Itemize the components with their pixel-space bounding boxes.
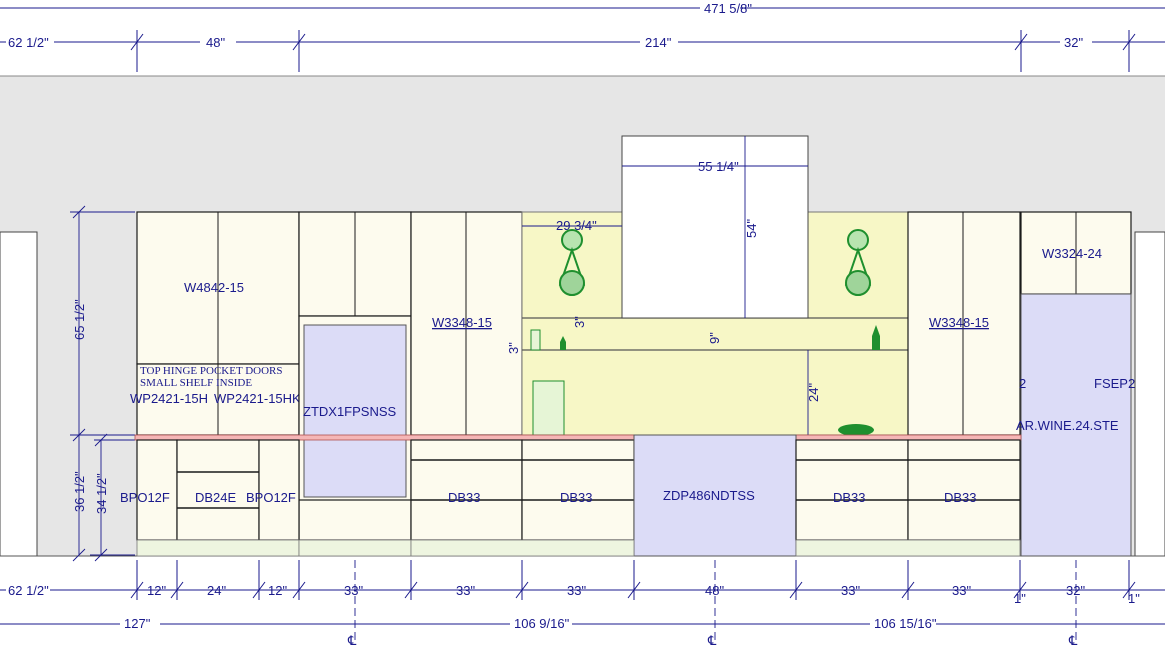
top-dimensions: 471 5/8" 62 1/2" 48" 214" 32" xyxy=(0,1,1165,72)
dim-center-106a: 106 9/16" xyxy=(514,616,570,631)
label-wine[interactable]: AR.WINE.24.STE xyxy=(1016,418,1119,433)
dim-base-height: 36 1/2" xyxy=(72,471,87,512)
centerline-symbol-3: ℄ xyxy=(1068,633,1078,648)
dim-shelf-gap-a: 3" xyxy=(572,316,587,328)
dim-backsplash: 24" xyxy=(806,383,821,402)
dim-bottom-left-end: 62 1/2" xyxy=(8,583,49,598)
countertop-right xyxy=(795,434,1022,441)
dim-bottom-w33a: 33" xyxy=(344,583,363,598)
label-wine-prefix[interactable]: 2 xyxy=(1019,376,1026,391)
dim-run1: 48" xyxy=(206,35,225,50)
dim-shelf-width: 29 3/4" xyxy=(556,218,597,233)
base-cabinets xyxy=(136,434,1021,557)
dim-bottom-w33d: 33" xyxy=(841,583,860,598)
dim-hood-height: 54" xyxy=(744,219,759,238)
countertop-left xyxy=(134,434,635,441)
label-db33-2[interactable]: DB33 xyxy=(560,490,593,505)
dim-overall: 471 5/8" xyxy=(704,1,752,16)
upper-run-left: W4842-15 TOP HINGE POCKET DOORS SMALL SH… xyxy=(130,211,301,436)
label-wp-right[interactable]: WP2421-15HK xyxy=(214,391,301,406)
range-hood: 55 1/4" 54" xyxy=(621,135,809,319)
label-bpo-left[interactable]: BPO12F xyxy=(120,490,170,505)
left-wall-opening xyxy=(0,231,38,557)
dim-left-end: 62 1/2" xyxy=(8,35,49,50)
wall-decor-right xyxy=(844,229,872,296)
label-w3324[interactable]: W3324-24 xyxy=(1042,246,1102,261)
dim-shelf-gap-c: 3" xyxy=(506,342,521,354)
note-line1: TOP HINGE POCKET DOORS xyxy=(140,365,283,377)
dim-run3: 32" xyxy=(1064,35,1083,50)
fridge-column: ZTDX1FPSNSS xyxy=(298,211,412,556)
label-db24e[interactable]: DB24E xyxy=(195,490,237,505)
dim-base-cab: 34 1/2" xyxy=(94,473,109,514)
label-w3348-right[interactable]: W3348-15 xyxy=(929,315,989,330)
wine-refrigerator[interactable] xyxy=(1020,293,1132,557)
label-ztdx[interactable]: ZTDX1FPSNSS xyxy=(303,404,397,419)
vertical-dimensions xyxy=(70,205,135,562)
upper-w3348-left: W3348-15 xyxy=(410,211,523,436)
wall-decor-left xyxy=(558,229,586,296)
dim-run2: 214" xyxy=(645,35,672,50)
centerline-symbol-2: ℄ xyxy=(707,633,717,648)
dim-bottom-w12a: 12" xyxy=(147,583,166,598)
note-line2: SMALL SHELF INSIDE xyxy=(140,377,252,389)
centerline-symbol-1: ℄ xyxy=(347,633,357,648)
dim-shelf-gap-b: 9" xyxy=(707,332,722,344)
dim-bottom-f2: 1" xyxy=(1128,591,1140,606)
label-db33-1[interactable]: DB33 xyxy=(448,490,481,505)
dim-center-127: 127" xyxy=(124,616,151,631)
dim-bottom-w33b: 33" xyxy=(456,583,475,598)
right-tall-column: W3324-24 2 FSEP2 AR.WINE.24.STE xyxy=(1016,211,1135,557)
label-db33-4[interactable]: DB33 xyxy=(944,490,977,505)
label-bpo-right[interactable]: BPO12F xyxy=(246,490,296,505)
upper-w3348-right: W3348-15 xyxy=(907,211,1021,436)
bottom-dimensions: 62 1/2" 12" 24" 12" 33" 33" 33" 48" 33" … xyxy=(0,560,1165,648)
refrigerator[interactable] xyxy=(303,324,407,498)
label-db33-3[interactable]: DB33 xyxy=(833,490,866,505)
label-wp-left[interactable]: WP2421-15H xyxy=(130,391,208,406)
label-zdp[interactable]: ZDP486NDTSS xyxy=(663,488,755,503)
label-w3348-left[interactable]: W3348-15 xyxy=(432,315,492,330)
dim-center-106b: 106 15/16" xyxy=(874,616,937,631)
dim-bottom-w24: 24" xyxy=(207,583,226,598)
dim-bottom-w33c: 33" xyxy=(567,583,586,598)
range[interactable] xyxy=(633,434,797,557)
dim-hood-width: 55 1/4" xyxy=(698,159,739,174)
dim-upper-height: 65 1/2" xyxy=(72,299,87,340)
label-fsep[interactable]: FSEP2 xyxy=(1094,376,1135,391)
label-w4842[interactable]: W4842-15 xyxy=(184,280,244,295)
dim-bottom-w33e: 33" xyxy=(952,583,971,598)
right-wall-opening xyxy=(1134,231,1165,557)
dim-bottom-f1: 1" xyxy=(1014,591,1026,606)
dim-bottom-w12b: 12" xyxy=(268,583,287,598)
